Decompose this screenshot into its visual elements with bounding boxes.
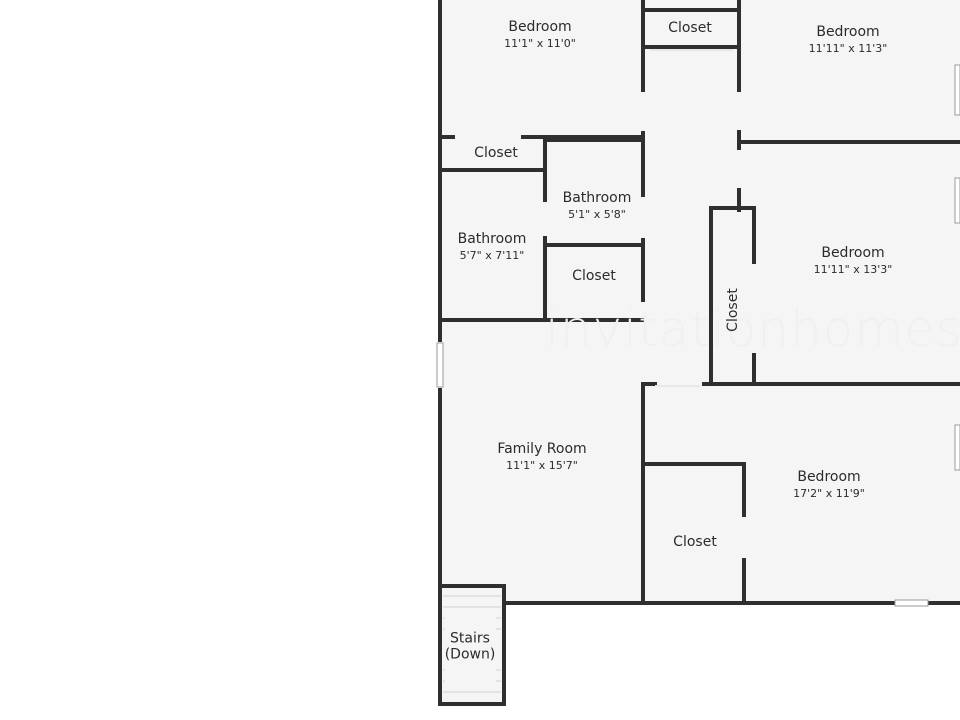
room-name: Closet <box>668 19 712 36</box>
windows <box>436 64 960 607</box>
room-bathroom-mid: Bathroom 5'1" x 5'8" <box>563 190 632 222</box>
room-dims: 11'1" x 11'0" <box>504 37 576 51</box>
room-name: Bedroom <box>797 469 861 486</box>
room-dims: 11'11" x 13'3" <box>813 263 893 277</box>
room-name: Bedroom <box>816 24 880 41</box>
room-closet-w: Closet <box>474 145 518 161</box>
room-bedroom-se: Bedroom 17'2" x 11'9" <box>793 469 865 501</box>
room-name: Closet <box>572 267 616 284</box>
door-openings <box>650 49 733 387</box>
stairs-down-label: Stairs (Down) <box>444 611 496 683</box>
room-family-room: Family Room 11'1" x 15'7" <box>497 441 586 473</box>
room-closet-vertical: Closet <box>725 288 741 332</box>
room-name: Closet <box>474 144 518 161</box>
walls <box>438 0 960 706</box>
room-closet-mid: Closet <box>572 268 616 284</box>
room-name: Closet <box>724 288 741 332</box>
room-dims: 11'1" x 15'7" <box>506 459 578 473</box>
room-name: Bathroom <box>562 190 632 207</box>
room-dims: 11'11" x 11'3" <box>808 42 888 56</box>
watermark: invitationhomes <box>545 300 960 358</box>
room-name: Closet <box>673 533 717 550</box>
room-name: Bedroom <box>821 245 885 262</box>
room-dims: 5'1" x 5'8" <box>568 208 626 222</box>
room-name: Stairs (Down) <box>444 630 496 663</box>
room-bedroom-ne: Bedroom 11'11" x 11'3" <box>809 24 888 56</box>
room-bedroom-e: Bedroom 11'11" x 13'3" <box>814 245 893 277</box>
room-dims: 5'7" x 7'11" <box>459 249 525 263</box>
floor-area <box>440 0 960 704</box>
room-dims: 17'2" x 11'9" <box>793 487 865 501</box>
room-closet-top: Closet <box>668 20 712 36</box>
room-closet-se: Closet <box>673 534 717 550</box>
room-bedroom-nw: Bedroom 11'1" x 11'0" <box>504 19 576 51</box>
room-name: Family Room <box>497 441 587 458</box>
room-name: Bathroom <box>457 231 527 248</box>
room-name: Bedroom <box>508 19 572 36</box>
room-bathroom-w: Bathroom 5'7" x 7'11" <box>458 231 527 263</box>
